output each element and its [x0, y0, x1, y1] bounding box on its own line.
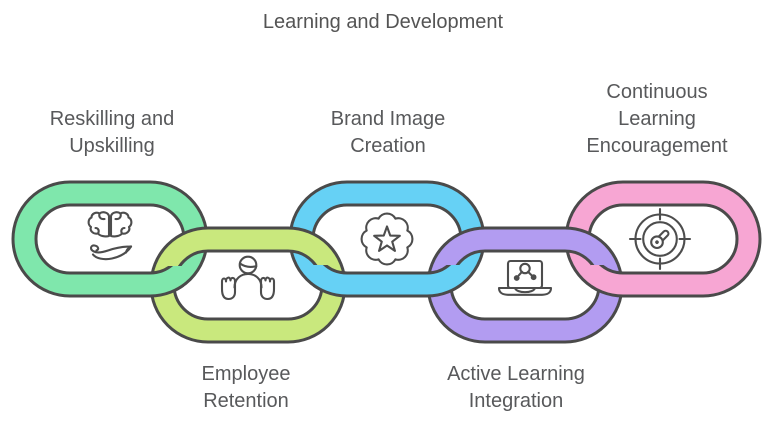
laptop-share-network-icon — [497, 259, 553, 296]
label-reskilling-upskilling: Reskilling and Upskilling — [49, 108, 175, 157]
label-brand-image-creation: Brand Image Creation — [330, 108, 446, 157]
label-employee-retention: Employee Retention — [201, 363, 291, 412]
label-active-learning-integration: Active Learning Integration — [447, 363, 585, 412]
gauge-target-icon — [628, 207, 692, 271]
person-cupped-hands-icon — [220, 255, 276, 301]
chain-links — [11, 180, 762, 344]
gauge-needle — [650, 229, 670, 250]
badge-star-icon — [360, 212, 414, 266]
link-icons — [87, 207, 692, 301]
brain-in-hand-icon — [87, 211, 133, 261]
page-title: Learning and Development — [262, 11, 504, 33]
label-continuous-learning-encouragement: Continuous Learning Encouragement — [586, 81, 728, 157]
